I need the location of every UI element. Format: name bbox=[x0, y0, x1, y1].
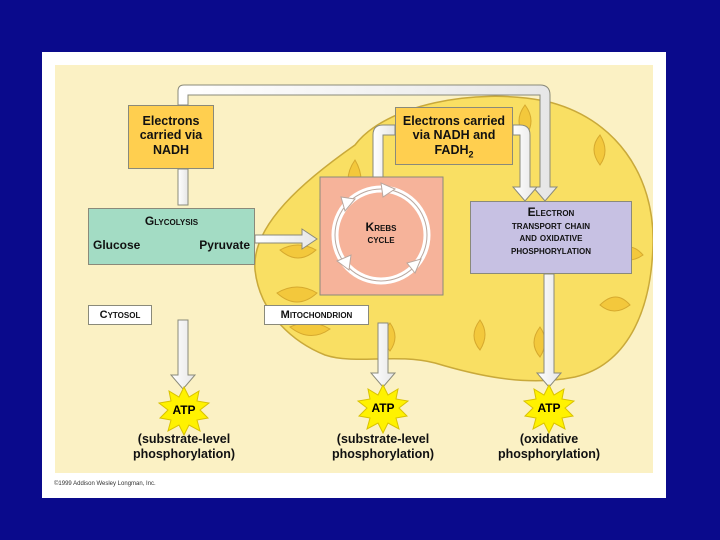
glycolysis-box: Glycolysis Glucose Pyruvate bbox=[88, 208, 255, 265]
arrow-pyruvate-to-krebs bbox=[254, 228, 318, 250]
atp-label-middle: ATP bbox=[371, 401, 395, 415]
diagram-panel: Electrons carried via NADH Electrons car… bbox=[55, 65, 653, 473]
atp-caption-middle: (substrate-level phosphorylation) bbox=[313, 432, 453, 462]
atp-burst-left bbox=[157, 385, 211, 437]
etc-label-line4: phosphorylation bbox=[510, 245, 591, 258]
atp-caption-middle-line2: phosphorylation) bbox=[331, 447, 435, 461]
atp-label-left: ATP bbox=[172, 403, 196, 417]
etc-label-line1: Electron bbox=[527, 205, 575, 219]
atp-caption-right-line2: phosphorylation) bbox=[497, 447, 601, 461]
slide-frame: Electrons carried via NADH Electrons car… bbox=[42, 52, 666, 498]
arrow-krebs-to-nadh-fadh2 bbox=[372, 124, 396, 178]
krebs-cycle-arrows bbox=[331, 182, 431, 285]
electrons-nadh-label: Electrons carried via NADH bbox=[139, 114, 203, 157]
etc-label-line2: transport chain bbox=[511, 219, 591, 232]
cytosol-label: Cytosol bbox=[88, 305, 152, 325]
arrow-nadh-fadh2-to-etc bbox=[511, 124, 539, 202]
etc-label-line3: and oxidative bbox=[519, 232, 583, 245]
etc-box: Electron transport chain and oxidative p… bbox=[470, 201, 632, 274]
arrow-to-atp-left bbox=[169, 319, 197, 390]
atp-caption-left-line1: (substrate-level bbox=[137, 432, 231, 446]
atp-caption-left: (substrate-level phosphorylation) bbox=[114, 432, 254, 462]
arrow-to-atp-middle bbox=[369, 322, 397, 388]
electrons-nadh-fadh2-label: Electrons carried via NADH and FADH bbox=[402, 114, 506, 157]
fadh2-subscript: 2 bbox=[468, 149, 474, 160]
atp-label-right: ATP bbox=[537, 401, 561, 415]
krebs-label-line1: Krebs bbox=[365, 220, 397, 234]
atp-caption-right-line1: (oxidative bbox=[519, 432, 579, 446]
krebs-label-line2: cycle bbox=[367, 234, 395, 247]
atp-burst-middle bbox=[356, 383, 410, 435]
electrons-nadh-fadh2-box: Electrons carried via NADH and FADH2 bbox=[395, 107, 513, 165]
cytosol-text: Cytosol bbox=[99, 309, 141, 321]
arrow-to-atp-right bbox=[535, 273, 563, 388]
krebs-label: Krebs cycle bbox=[350, 220, 412, 247]
glucose-label: Glucose bbox=[93, 238, 141, 252]
atp-caption-left-line2: phosphorylation) bbox=[132, 447, 236, 461]
arrow-glycolysis-to-nadh bbox=[177, 168, 189, 206]
glycolysis-title: Glycolysis bbox=[144, 214, 199, 228]
electron-arrows bbox=[177, 84, 559, 250]
mitochondrion-text: Mitochondrion bbox=[280, 309, 353, 321]
atp-bursts bbox=[157, 383, 576, 437]
atp-arrows bbox=[169, 273, 563, 390]
pyruvate-label: Pyruvate bbox=[199, 238, 250, 252]
atp-caption-right: (oxidative phosphorylation) bbox=[479, 432, 619, 462]
mitochondrion-label: Mitochondrion bbox=[264, 305, 369, 325]
electrons-nadh-box: Electrons carried via NADH bbox=[128, 105, 214, 169]
copyright-credit: ©1999 Addison Wesley Longman, Inc. bbox=[54, 481, 156, 487]
atp-burst-right bbox=[522, 383, 576, 435]
atp-caption-middle-line1: (substrate-level bbox=[336, 432, 430, 446]
